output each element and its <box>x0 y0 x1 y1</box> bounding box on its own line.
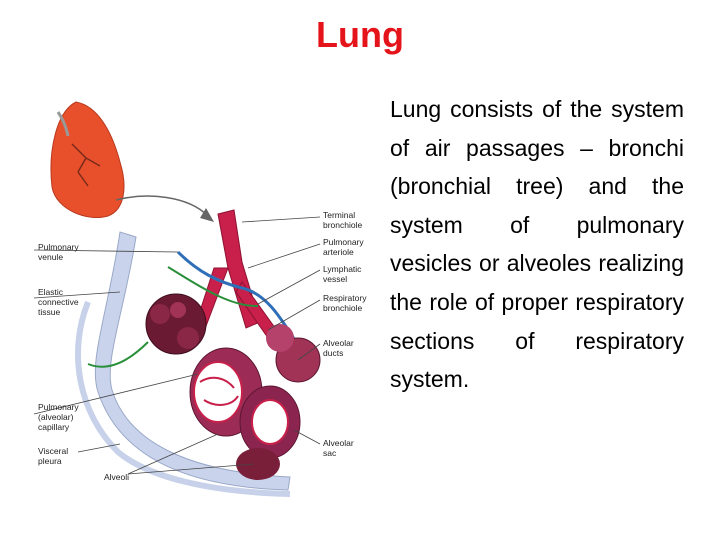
slide-title: Lung <box>316 14 404 55</box>
label-respiratory-bronchiole: Respiratory bronchiole <box>323 293 367 313</box>
label-lymphatic-vessel: Lymphatic vessel <box>323 264 362 284</box>
body-paragraph: Lung consists of the system of air passa… <box>390 96 684 393</box>
label-alveolar-ducts: Alveolar ducts <box>323 338 354 358</box>
label-alveolar-sac: Alveolar sac <box>323 438 354 458</box>
label-pulmonary-venule: Pulmonary venule <box>38 242 79 262</box>
lung-alveoli-illustration: Pulmonary venule Elastic connective tiss… <box>28 92 384 500</box>
label-terminal-bronchiole: Terminal bronchiole <box>323 210 363 230</box>
label-pulmonary-capillary: Pulmonary (alveolar) capillary <box>38 402 79 432</box>
label-alveoli: Alveoli <box>104 472 130 482</box>
label-visceral-pleura: Visceral pleura <box>38 446 69 466</box>
label-pulmonary-arteriole: Pulmonary arteriole <box>323 237 364 257</box>
visceral-pleura-shape <box>94 231 291 491</box>
label-elastic-connective-tissue: Elastic connective tissue <box>38 287 79 317</box>
alveoli-diagram <box>33 101 321 497</box>
